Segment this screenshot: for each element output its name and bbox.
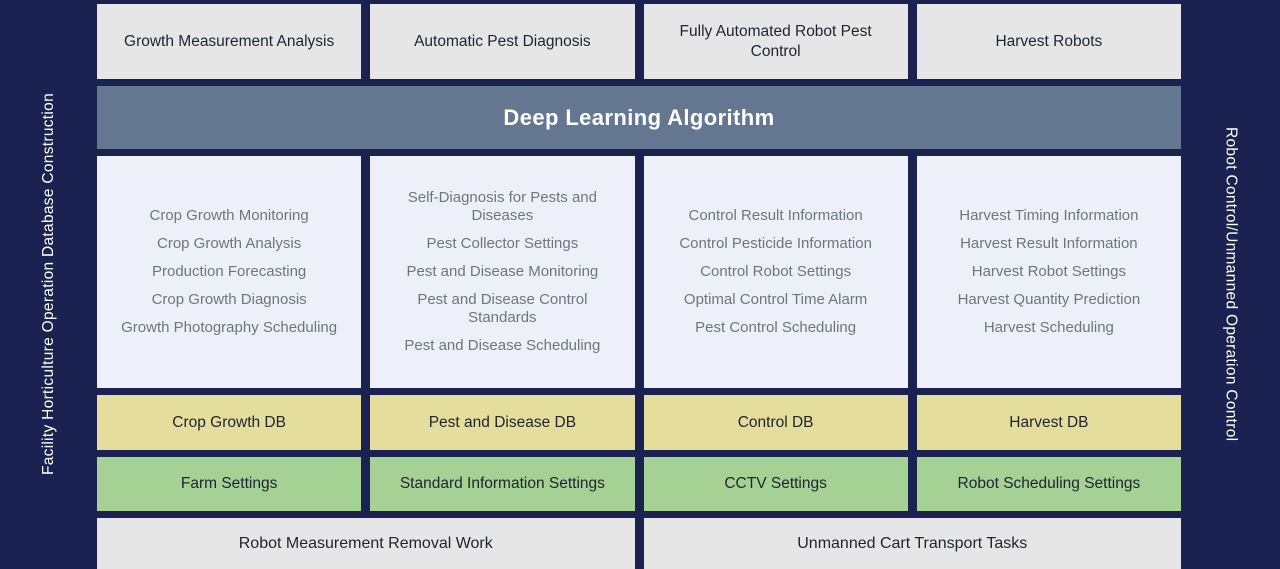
- list-item: Pest Collector Settings: [426, 235, 579, 252]
- settings-farm: Farm Settings: [97, 457, 362, 511]
- list-item: Self-Diagnosis for Pests and Diseases: [407, 189, 597, 224]
- list-item: Pest and Disease Control Standards: [417, 291, 588, 326]
- list-item: Crop Growth Monitoring: [149, 207, 309, 224]
- header-robot-pest-control: Fully Automated Robot Pest Control: [643, 4, 908, 79]
- list-item: Crop Growth Analysis: [157, 235, 302, 252]
- list-item: Optimal Control Time Alarm: [683, 291, 868, 308]
- list-crop-growth: Crop Growth Monitoring Crop Growth Analy…: [97, 156, 362, 388]
- deep-learning-banner: Deep Learning Algorithm: [97, 86, 1181, 149]
- list-item: Growth Photography Scheduling: [121, 319, 338, 336]
- list-item: Control Robot Settings: [700, 263, 852, 280]
- settings-standard-information: Standard Information Settings: [370, 457, 635, 511]
- list-control: Control Result Information Control Pesti…: [643, 156, 908, 388]
- list-item: Pest and Disease Scheduling: [404, 337, 601, 354]
- header-growth-measurement: Growth Measurement Analysis: [97, 4, 362, 79]
- header-pest-diagnosis: Automatic Pest Diagnosis: [370, 4, 635, 79]
- list-item: Control Pesticide Information: [679, 235, 872, 252]
- list-item: Harvest Robot Settings: [971, 263, 1126, 280]
- list-item: Harvest Quantity Prediction: [957, 291, 1141, 308]
- settings-robot-scheduling: Robot Scheduling Settings: [916, 457, 1181, 511]
- list-item: Pest Control Scheduling: [695, 319, 857, 336]
- header-harvest-robots: Harvest Robots: [916, 4, 1181, 79]
- task-robot-measurement-removal: Robot Measurement Removal Work: [97, 518, 635, 569]
- list-harvest: Harvest Timing Information Harvest Resul…: [916, 156, 1181, 388]
- settings-cctv: CCTV Settings: [643, 457, 908, 511]
- task-unmanned-cart-transport: Unmanned Cart Transport Tasks: [643, 518, 1181, 569]
- db-control: Control DB: [643, 395, 908, 450]
- right-axis-label: Robot Control/Unmanned Operation Control: [1181, 0, 1280, 569]
- db-harvest: Harvest DB: [916, 395, 1181, 450]
- left-axis-label-text: Facility Horticulture Operation Database…: [39, 93, 57, 476]
- list-item: Pest and Disease Monitoring: [406, 263, 599, 280]
- list-item: Control Result Information: [688, 207, 863, 224]
- list-pest-disease: Self-Diagnosis for Pests and Diseases Pe…: [370, 156, 635, 388]
- db-crop-growth: Crop Growth DB: [97, 395, 362, 450]
- list-item: Production Forecasting: [152, 263, 307, 280]
- list-item: Harvest Timing Information: [959, 207, 1139, 224]
- list-item: Crop Growth Diagnosis: [151, 291, 307, 308]
- right-axis-label-text: Robot Control/Unmanned Operation Control: [1222, 127, 1240, 442]
- db-pest-disease: Pest and Disease DB: [370, 395, 635, 450]
- diagram-grid: Growth Measurement Analysis Automatic Pe…: [97, 4, 1181, 569]
- list-item: Harvest Scheduling: [983, 319, 1114, 336]
- left-axis-label: Facility Horticulture Operation Database…: [0, 0, 97, 569]
- list-item: Harvest Result Information: [960, 235, 1138, 252]
